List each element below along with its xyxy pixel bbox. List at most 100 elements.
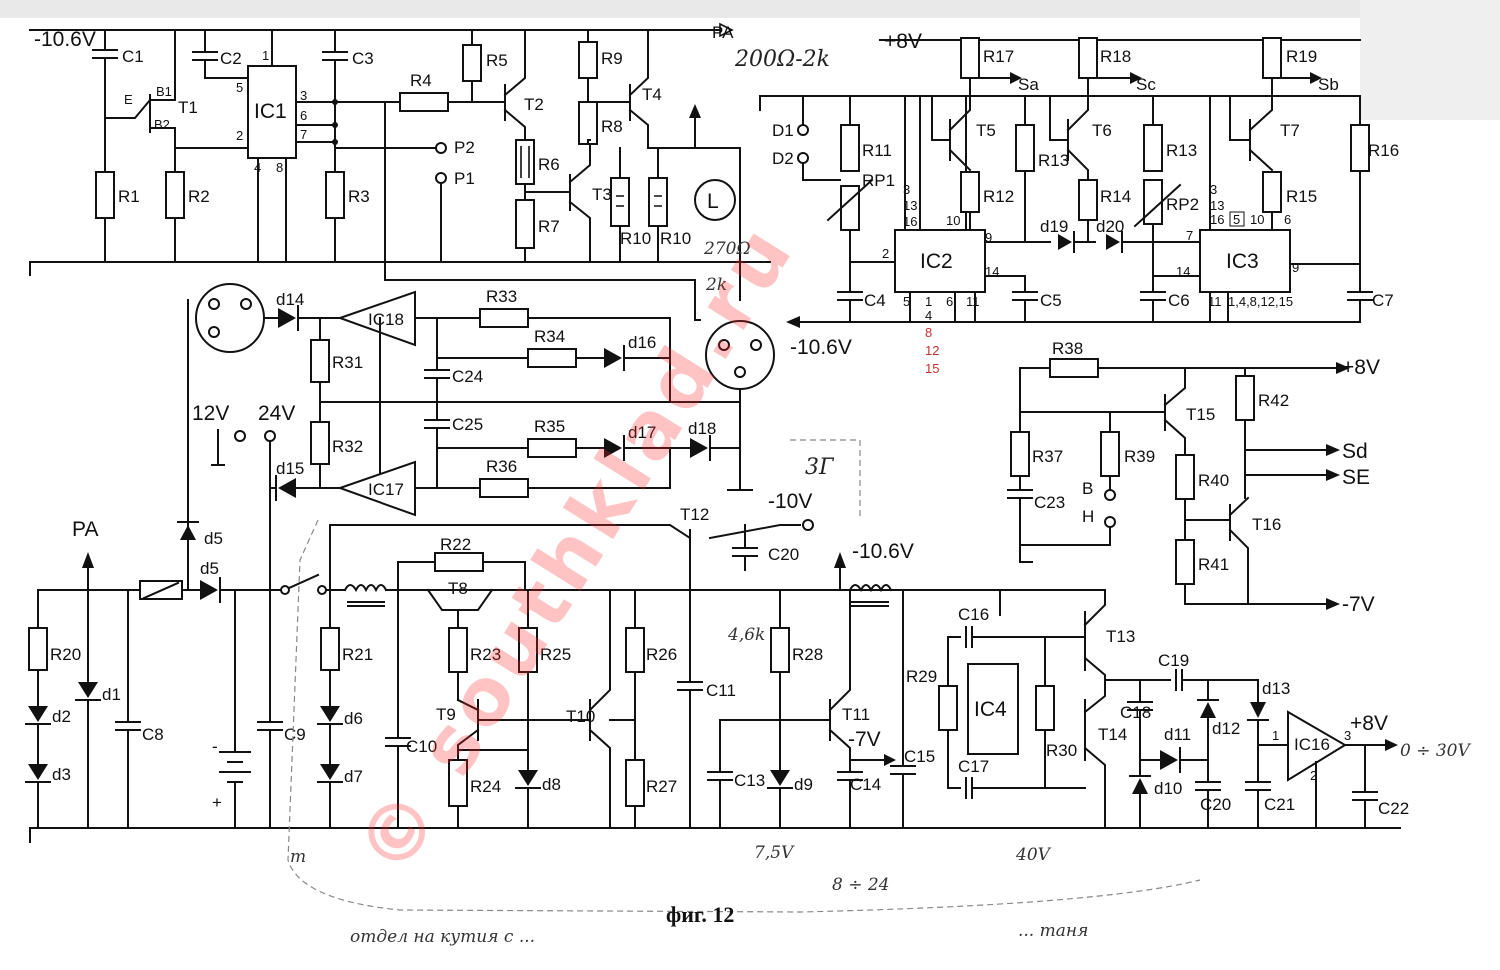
signal-sa: Sa bbox=[1018, 75, 1039, 94]
ic3-pin-5: 5 bbox=[1233, 212, 1240, 227]
ic2-pin-4: 4 bbox=[925, 308, 932, 323]
rail-label-neg10-6-lower: -10.6V bbox=[852, 540, 914, 563]
c4-label: C4 bbox=[864, 291, 886, 310]
d18-label: d18 bbox=[688, 419, 716, 438]
t13-label: T13 bbox=[1106, 627, 1135, 646]
ic1-pin-7: 7 bbox=[300, 127, 307, 142]
t6-label: T6 bbox=[1092, 121, 1112, 140]
signal-sd: Sd bbox=[1342, 440, 1368, 463]
c13-label: C13 bbox=[734, 771, 765, 790]
r25-label: R25 bbox=[540, 645, 571, 664]
c9-label: C9 bbox=[284, 725, 306, 744]
ic3-pin-6: 6 bbox=[1284, 212, 1291, 227]
d8-label: d8 bbox=[542, 775, 561, 794]
signal-sb: Sb bbox=[1318, 75, 1339, 94]
handwritten-8-24: 8 ÷ 24 bbox=[832, 875, 890, 895]
r27-label: R27 bbox=[646, 777, 677, 796]
d9-label: d9 bbox=[794, 775, 813, 794]
ic3-pin-16: 16 bbox=[1210, 212, 1224, 227]
c11-label: C11 bbox=[706, 681, 736, 700]
ic3-pin-7: 7 bbox=[1186, 228, 1193, 243]
t8-label: T8 bbox=[448, 579, 468, 598]
t1-pin-e: E bbox=[124, 92, 133, 107]
d7-label: d7 bbox=[344, 767, 363, 786]
battery-minus: - bbox=[212, 737, 218, 756]
terminal-h: H bbox=[1082, 507, 1094, 526]
ic16-label: IC16 bbox=[1294, 735, 1330, 754]
ic1-pin-3: 3 bbox=[300, 88, 307, 103]
terminal-b: B bbox=[1082, 479, 1093, 498]
handwritten-bottom-right: ... таня bbox=[1018, 921, 1088, 941]
t7-label: T7 bbox=[1280, 121, 1300, 140]
rp2-label: RP2 bbox=[1166, 195, 1199, 214]
ic2-pin-3: 3 bbox=[903, 182, 910, 197]
r39-label: R39 bbox=[1124, 447, 1155, 466]
r24-label: R24 bbox=[470, 777, 501, 796]
r13a-label: R13 bbox=[1038, 151, 1069, 170]
c10-label: C10 bbox=[406, 737, 437, 756]
ic1-pin-6: 6 bbox=[300, 108, 307, 123]
r8-label: R8 bbox=[601, 117, 623, 136]
r1-label: R1 bbox=[118, 187, 140, 206]
c16-label: C16 bbox=[958, 605, 989, 624]
r33-label: R33 bbox=[486, 287, 517, 306]
d3-label: d3 bbox=[52, 765, 71, 784]
d14-label: d14 bbox=[276, 290, 304, 309]
rail-label-pa-top: PA bbox=[712, 23, 734, 42]
t2-label: T2 bbox=[524, 95, 544, 114]
rail-label-pa-left: PA bbox=[72, 518, 98, 541]
r35-label: R35 bbox=[534, 417, 565, 436]
ic3-pin-11: 11 bbox=[1208, 294, 1222, 309]
r9-label: R9 bbox=[601, 49, 623, 68]
d6-label: d6 bbox=[344, 709, 363, 728]
ic16-pin-1: 1 bbox=[1272, 728, 1279, 743]
d12-label: d12 bbox=[1212, 719, 1240, 738]
rail-label-neg10-6-ic: -10.6V bbox=[790, 336, 852, 359]
r17-label: R17 bbox=[983, 47, 1014, 66]
ic3-label: IC3 bbox=[1226, 250, 1259, 273]
ic2-pin-10: 10 bbox=[946, 213, 960, 228]
r36-label: R36 bbox=[486, 457, 517, 476]
r31-label: R31 bbox=[332, 353, 363, 372]
r29-label: R29 bbox=[906, 667, 937, 686]
rail-label-neg7-lower: -7V bbox=[848, 728, 881, 751]
c23-label: C23 bbox=[1034, 493, 1065, 512]
d13-label: d13 bbox=[1262, 679, 1290, 698]
ic1-pin-5: 5 bbox=[236, 80, 243, 95]
handwritten-res-a: 270Ω bbox=[703, 239, 751, 259]
handwritten-3g: 3Г bbox=[805, 455, 835, 480]
signal-se: SE bbox=[1342, 466, 1370, 489]
r5-label: R5 bbox=[486, 51, 508, 70]
ic1-pin-1: 1 bbox=[262, 48, 269, 63]
terminal-p2: P2 bbox=[454, 138, 475, 157]
d11-label: d11 bbox=[1164, 725, 1191, 744]
r20-label: R20 bbox=[50, 645, 81, 664]
r6-label: R6 bbox=[538, 155, 560, 174]
ic1-pin-2: 2 bbox=[236, 128, 243, 143]
rp1-label: RP1 bbox=[862, 171, 895, 190]
c15-label: C15 bbox=[904, 747, 935, 766]
r3-label: R3 bbox=[348, 187, 370, 206]
d16-label: d16 bbox=[628, 333, 656, 352]
r10b-label: R10 bbox=[660, 229, 691, 248]
c8-label: C8 bbox=[142, 725, 164, 744]
r37-label: R37 bbox=[1032, 447, 1063, 466]
signal-sc: Sc bbox=[1136, 75, 1156, 94]
ic17-label: IC17 bbox=[368, 480, 404, 499]
d5a-label: d5 bbox=[204, 529, 223, 548]
r19-label: R19 bbox=[1286, 47, 1317, 66]
r21-label: R21 bbox=[342, 645, 373, 664]
r41-label: R41 bbox=[1198, 555, 1229, 574]
terminal-d2: D2 bbox=[772, 149, 794, 168]
ic2-pin-1: 1 bbox=[925, 294, 932, 309]
t11-label: T11 bbox=[842, 705, 870, 724]
c1-label: C1 bbox=[122, 47, 144, 66]
t10-label: T10 bbox=[566, 707, 595, 726]
c2-label: C2 bbox=[220, 49, 242, 68]
r11-label: R11 bbox=[862, 141, 892, 160]
battery-plus: + bbox=[212, 793, 222, 812]
ic2-pin-11: 11 bbox=[966, 294, 980, 309]
d2-label: d2 bbox=[52, 707, 71, 726]
handwritten-range: 200Ω-2k bbox=[734, 47, 830, 72]
c21-label: C21 bbox=[1264, 795, 1295, 814]
